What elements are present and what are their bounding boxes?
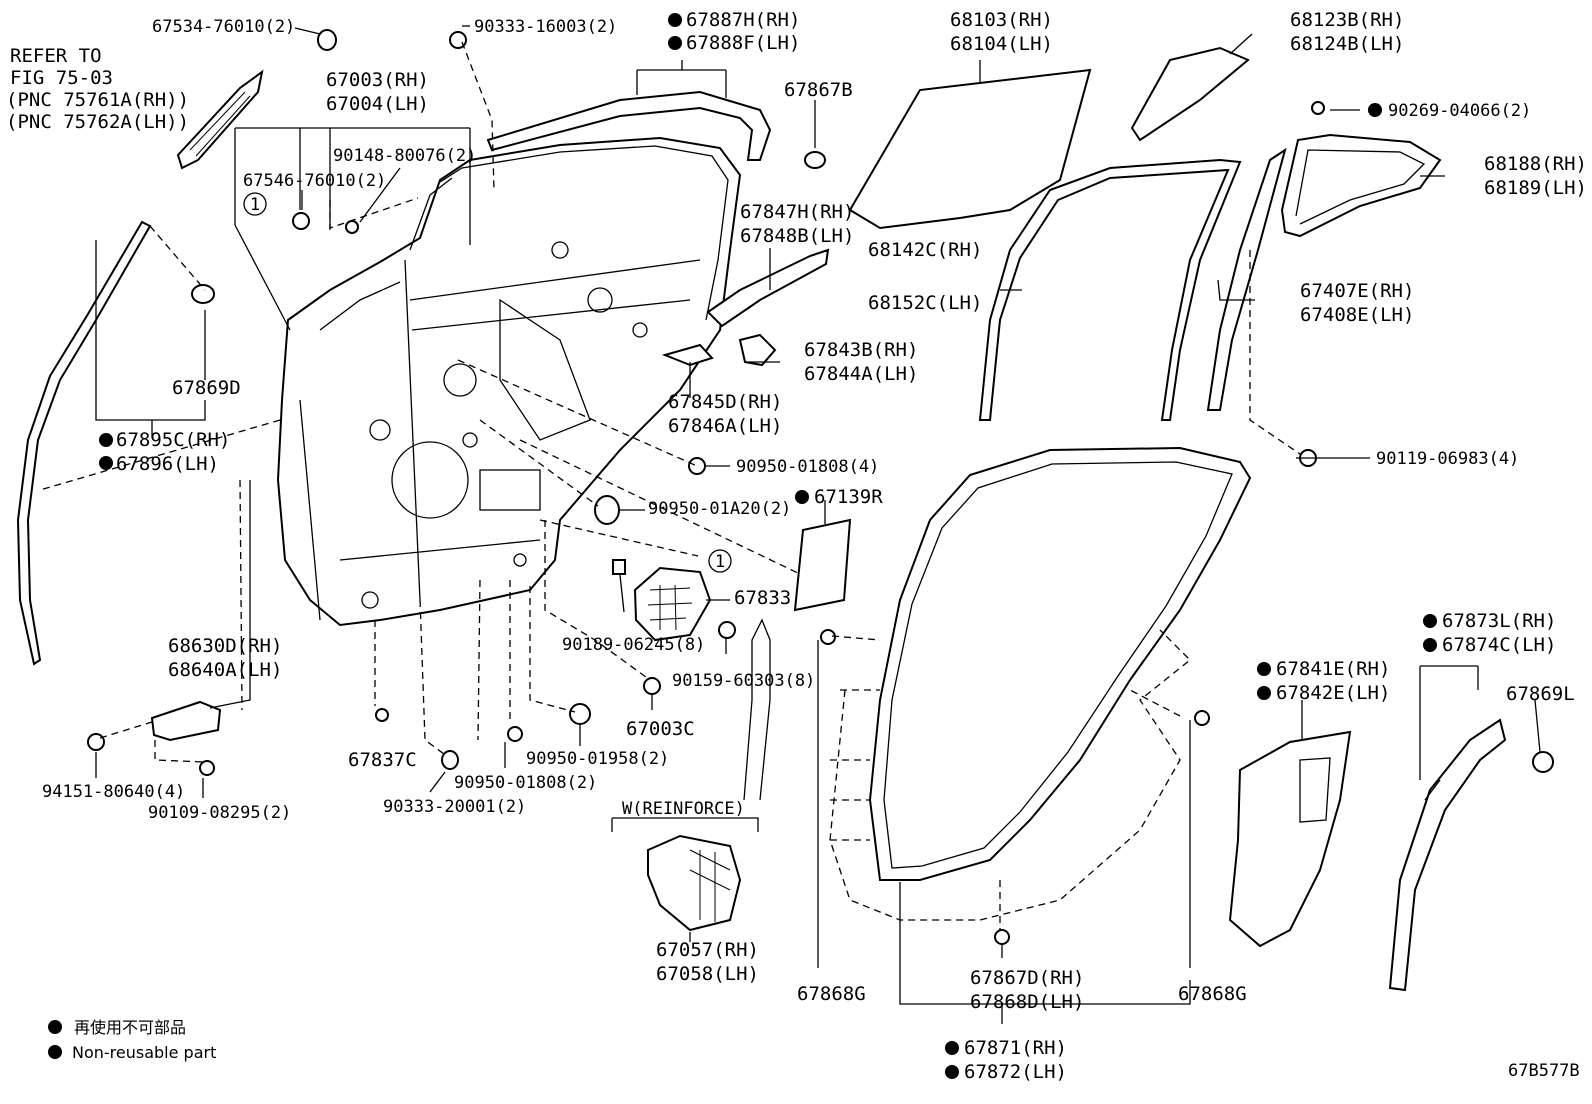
part-label-67868d: 67868D(LH) xyxy=(970,991,1084,1013)
reinforce-bracket-part xyxy=(647,834,742,932)
legend-japanese: 再使用不可部品 xyxy=(74,1018,186,1037)
part-label-90950-01a20: 90950-01A20(2) xyxy=(648,499,791,519)
part-label-67841e: 67841E(RH) xyxy=(1276,658,1390,680)
part-label-67848b: 67848B(LH) xyxy=(740,225,854,247)
part-label-67408e: 67408E(LH) xyxy=(1300,304,1414,326)
part-label-90119: 90119-06983(4) xyxy=(1376,449,1519,469)
part-label-67887h: 67887H(RH) xyxy=(686,9,800,31)
part-label-90950-01958: 90950-01958(2) xyxy=(526,749,669,769)
part-label-67867d: 67867D(RH) xyxy=(970,967,1084,989)
division-bar-part xyxy=(1206,147,1287,411)
refer-label-line4: (PNC 75762A(LH)) xyxy=(6,111,189,133)
part-label-90189: 90189-06245(8) xyxy=(562,635,705,655)
part-label-67869l: 67869L xyxy=(1506,683,1575,705)
part-label-67837c: 67837C xyxy=(348,749,417,771)
part-label-68630d: 68630D(RH) xyxy=(168,635,282,657)
part-label-68124b: 68124B(LH) xyxy=(1290,33,1404,55)
lower-trim-sheet-part xyxy=(1228,730,1352,948)
part-label-67546: 67546-76010(2) xyxy=(243,171,386,191)
fastener-parts xyxy=(87,29,1554,945)
bracket-part xyxy=(661,333,777,367)
part-label-67869d: 67869D xyxy=(172,377,241,399)
pillar-garnish-part xyxy=(176,69,264,170)
part-label-90333-20001: 90333-20001(2) xyxy=(383,797,526,817)
part-label-67003: 67003(RH) xyxy=(326,69,429,91)
protector-sheet-part xyxy=(793,518,852,612)
part-label-67896: 67896(LH) xyxy=(116,453,219,475)
part-label-90159: 90159-60303(8) xyxy=(672,671,815,691)
part-label-68189: 68189(LH) xyxy=(1484,177,1587,199)
part-label-67004: 67004(LH) xyxy=(326,93,429,115)
part-label-67844a: 67844A(LH) xyxy=(804,363,918,385)
part-label-67868g-left: 67868G xyxy=(797,983,866,1005)
refer-label-line2: FIG 75-03 xyxy=(10,67,113,89)
part-label-90950-01808-4: 90950-01808(4) xyxy=(736,457,879,477)
part-label-67534: 67534-76010(2) xyxy=(152,17,295,37)
part-label-67868g-right: 67868G xyxy=(1178,983,1247,1005)
door-panel-part xyxy=(276,136,742,627)
refer-label-line3: (PNC 75761A(RH)) xyxy=(6,89,189,111)
part-label-68104: 68104(LH) xyxy=(950,33,1053,55)
part-label-67872: 67872(LH) xyxy=(964,1061,1067,1083)
part-label-67058: 67058(LH) xyxy=(656,963,759,985)
quarter-frame-seal-part xyxy=(1280,133,1442,238)
reference-circle-2: 1 xyxy=(715,552,725,572)
part-label-67895c: 67895C(RH) xyxy=(116,429,230,451)
part-label-90148: 90148-80076(2) xyxy=(333,146,476,166)
part-label-68188: 68188(RH) xyxy=(1484,153,1587,175)
door-check-part xyxy=(706,248,830,328)
quarter-glass-part xyxy=(1130,46,1250,142)
part-label-67003c: 67003C xyxy=(626,718,695,740)
part-label-90950-01808-2: 90950-01808(2) xyxy=(454,773,597,793)
rear-pillar-garnish-part xyxy=(1388,718,1507,992)
part-label-68640a: 68640A(LH) xyxy=(168,659,282,681)
reference-callouts: 1 1 xyxy=(243,192,732,573)
part-label-67888f: 67888F(LH) xyxy=(686,32,800,54)
part-label-68103: 68103(RH) xyxy=(950,9,1053,31)
part-label-67833: 67833 xyxy=(734,587,791,609)
figure-code: 67B577B xyxy=(1508,1061,1580,1081)
leader-lines xyxy=(39,25,1541,1024)
part-label-67846a: 67846A(LH) xyxy=(668,415,782,437)
part-label-67842e: 67842E(LH) xyxy=(1276,682,1390,704)
assembly-arrow xyxy=(743,618,771,801)
part-label-67847h: 67847H(RH) xyxy=(740,201,854,223)
door-glass-part xyxy=(848,68,1092,230)
part-label-94151: 94151-80640(4) xyxy=(42,782,185,802)
part-label-90333-16003: 90333-16003(2) xyxy=(474,17,617,37)
part-label-67139r: 67139R xyxy=(814,486,883,508)
service-hole-cover-part xyxy=(633,566,712,642)
door-opening-trim-part xyxy=(16,220,152,666)
glass-run-channel-part xyxy=(978,158,1242,421)
part-label-67867b: 67867B xyxy=(784,79,853,101)
part-label-67057: 67057(RH) xyxy=(656,939,759,961)
part-label-67845d: 67845D(RH) xyxy=(668,391,782,413)
part-label-68123b: 68123B(RH) xyxy=(1290,9,1404,31)
part-label-90109: 90109-08295(2) xyxy=(148,803,291,823)
refer-label-line1: REFER TO xyxy=(10,45,102,67)
part-number-labels: REFER TO FIG 75-03 (PNC 75761A(RH)) (PNC… xyxy=(6,9,1587,1083)
upper-frame-molding-part xyxy=(486,90,772,161)
part-label-67843b: 67843B(RH) xyxy=(804,339,918,361)
part-label-67873l: 67873L(RH) xyxy=(1442,610,1556,632)
part-label-90269: 90269-04066(2) xyxy=(1388,101,1531,121)
part-label-67407e: 67407E(RH) xyxy=(1300,280,1414,302)
part-label-68142c: 68142C(RH) xyxy=(868,239,982,261)
door-weatherstrip-part xyxy=(868,446,1252,881)
part-label-67871: 67871(RH) xyxy=(964,1037,1067,1059)
non-reusable-markers xyxy=(48,13,1437,1079)
reference-circle-1: 1 xyxy=(250,195,260,215)
legend-english: Non-reusable part xyxy=(72,1043,216,1062)
part-label-67874c: 67874C(LH) xyxy=(1442,634,1556,656)
part-label-68152c: 68152C(LH) xyxy=(868,292,982,314)
reinforce-label: W(REINFORCE) xyxy=(622,799,745,819)
door-hinge-part xyxy=(150,700,222,742)
